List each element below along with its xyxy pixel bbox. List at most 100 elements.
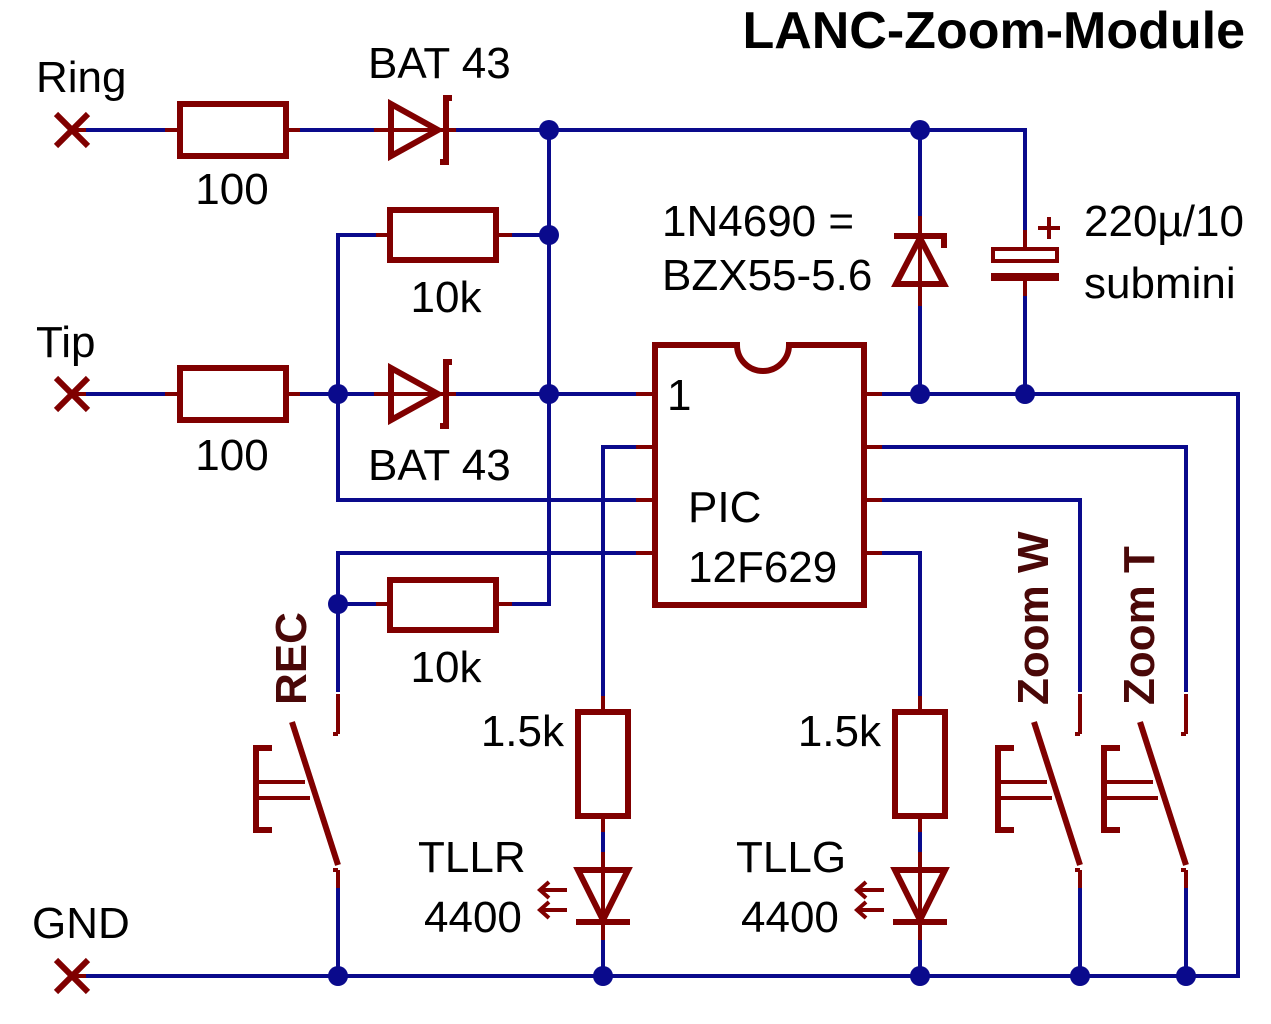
diode-bat43-tip: BAT 43 xyxy=(368,359,511,490)
ic-pin1-label: 1 xyxy=(667,371,691,420)
pushbutton-rec: REC xyxy=(253,612,341,888)
wire-pic-zoom-t xyxy=(864,445,1188,692)
capacitor-value-line1: 220µ/10 xyxy=(1084,197,1244,246)
switch-button-cap-icon xyxy=(253,745,272,833)
diode-schottky-bar-icon xyxy=(440,359,452,429)
resistor-body-icon xyxy=(892,709,948,819)
diode-schottky-bar-icon xyxy=(440,95,452,165)
junction-dot xyxy=(328,966,348,986)
junction-dot xyxy=(539,225,559,245)
junction-dot xyxy=(328,384,348,404)
connector-ring: Ring xyxy=(36,53,127,149)
resistor-body-icon xyxy=(575,709,631,819)
connector-gnd: GND xyxy=(32,899,130,995)
connector-tip-label: Tip xyxy=(36,318,96,367)
resistor-body-icon xyxy=(387,207,499,263)
switch-plunger-icon xyxy=(1106,780,1158,800)
light-emission-icon xyxy=(853,880,884,920)
diode-value-label: BAT 43 xyxy=(368,441,511,490)
ic-pic12f629: 1 PIC 12F629 xyxy=(636,342,882,608)
switch-label: Zoom T xyxy=(1115,546,1164,705)
resistor-r-ring: 100 xyxy=(165,101,300,214)
junction-dot xyxy=(910,120,930,140)
zener-diode: 1N4690 = BZX55-5.6 xyxy=(662,197,949,306)
wire-pic-vss xyxy=(864,392,1240,978)
diode-value-label: BAT 43 xyxy=(368,39,511,88)
switch-top-contact xyxy=(1181,694,1188,736)
junction-dot xyxy=(539,120,559,140)
resistor-value-label: 10k xyxy=(411,273,483,322)
capacitor-plate-positive-icon xyxy=(991,247,1059,263)
wire-pic-zoom-w xyxy=(864,498,1082,692)
resistor-led-red: 1.5k xyxy=(481,696,631,832)
resistor-pullup-rec: 10k xyxy=(376,577,512,692)
switch-top-contact xyxy=(1075,694,1082,736)
ic-body-icon xyxy=(652,342,867,608)
switch-bottom-contact xyxy=(1181,868,1188,888)
ic-name-line1: PIC xyxy=(688,483,761,532)
ic-right-pins xyxy=(864,392,882,555)
switch-lever-icon xyxy=(1137,721,1189,866)
wire-pic-led-green xyxy=(864,551,922,712)
wire-pic-rec xyxy=(336,551,654,692)
resistor-value-label: 10k xyxy=(411,643,483,692)
junction-dot xyxy=(910,966,930,986)
switch-button-cap-icon xyxy=(1101,745,1120,833)
junction-dot xyxy=(1070,966,1090,986)
junction-dot xyxy=(539,384,559,404)
wire-vplus-top xyxy=(446,128,1027,240)
resistor-value-label: 1.5k xyxy=(798,707,882,756)
switch-button-cap-icon xyxy=(995,745,1014,833)
ic-left-pins xyxy=(636,392,654,555)
pushbutton-zoom-w: Zoom W xyxy=(995,531,1083,888)
switch-lever-icon xyxy=(289,721,341,866)
led-value-line1: TLLG xyxy=(736,833,846,882)
wire-vplus-bus xyxy=(496,128,551,606)
switch-top-contact xyxy=(333,694,340,736)
light-emission-icon xyxy=(536,880,567,920)
junction-dot xyxy=(910,384,930,404)
zener-triangle-icon xyxy=(891,231,949,287)
connector-gnd-label: GND xyxy=(32,899,130,948)
led-triangle-icon xyxy=(890,867,950,927)
switch-plunger-icon xyxy=(258,780,310,800)
switch-lever-icon xyxy=(1031,721,1083,866)
resistor-value-label: 100 xyxy=(195,431,268,480)
diode-triangle-icon xyxy=(388,362,445,426)
resistor-pullup-top: 10k xyxy=(376,207,512,322)
resistor-value-label: 100 xyxy=(195,165,268,214)
resistor-r-tip: 100 xyxy=(165,365,300,480)
connector-tip: Tip xyxy=(36,318,96,413)
switch-label: Zoom W xyxy=(1009,531,1058,705)
resistor-value-label: 1.5k xyxy=(481,707,565,756)
led-triangle-icon xyxy=(573,867,633,927)
led-green: TLLG 4400 xyxy=(736,833,950,942)
switch-bottom-contact xyxy=(1075,868,1082,888)
resistor-led-green: 1.5k xyxy=(798,696,948,832)
junction-dot xyxy=(1176,966,1196,986)
capacitor-value-line2: submini xyxy=(1084,259,1236,308)
diode-triangle-icon xyxy=(388,98,445,162)
junction-dot xyxy=(593,966,613,986)
diode-bat43-ring: BAT 43 xyxy=(368,39,511,165)
resistor-body-icon xyxy=(177,101,289,159)
junction-dot xyxy=(328,594,348,614)
connector-ring-label: Ring xyxy=(36,53,127,102)
switch-bottom-contact xyxy=(333,868,340,888)
resistor-body-icon xyxy=(177,365,289,423)
resistor-body-icon xyxy=(387,577,499,633)
zener-value-line1: 1N4690 = xyxy=(662,197,854,246)
ic-name-line2: 12F629 xyxy=(688,543,837,592)
led-value-line2: 4400 xyxy=(741,893,839,942)
led-value-line1: TLLR xyxy=(418,833,526,882)
plus-icon xyxy=(1038,217,1060,239)
zener-value-line2: BZX55-5.6 xyxy=(662,251,872,300)
capacitor-electrolytic: 220µ/10 submini xyxy=(991,197,1244,308)
diagram-title: LANC-Zoom-Module xyxy=(742,2,1245,60)
pushbutton-zoom-t: Zoom T xyxy=(1101,546,1189,888)
junction-dot xyxy=(1015,384,1035,404)
wire-tip-sense xyxy=(336,233,654,502)
switch-label: REC xyxy=(267,612,316,705)
switch-plunger-icon xyxy=(1000,780,1052,800)
